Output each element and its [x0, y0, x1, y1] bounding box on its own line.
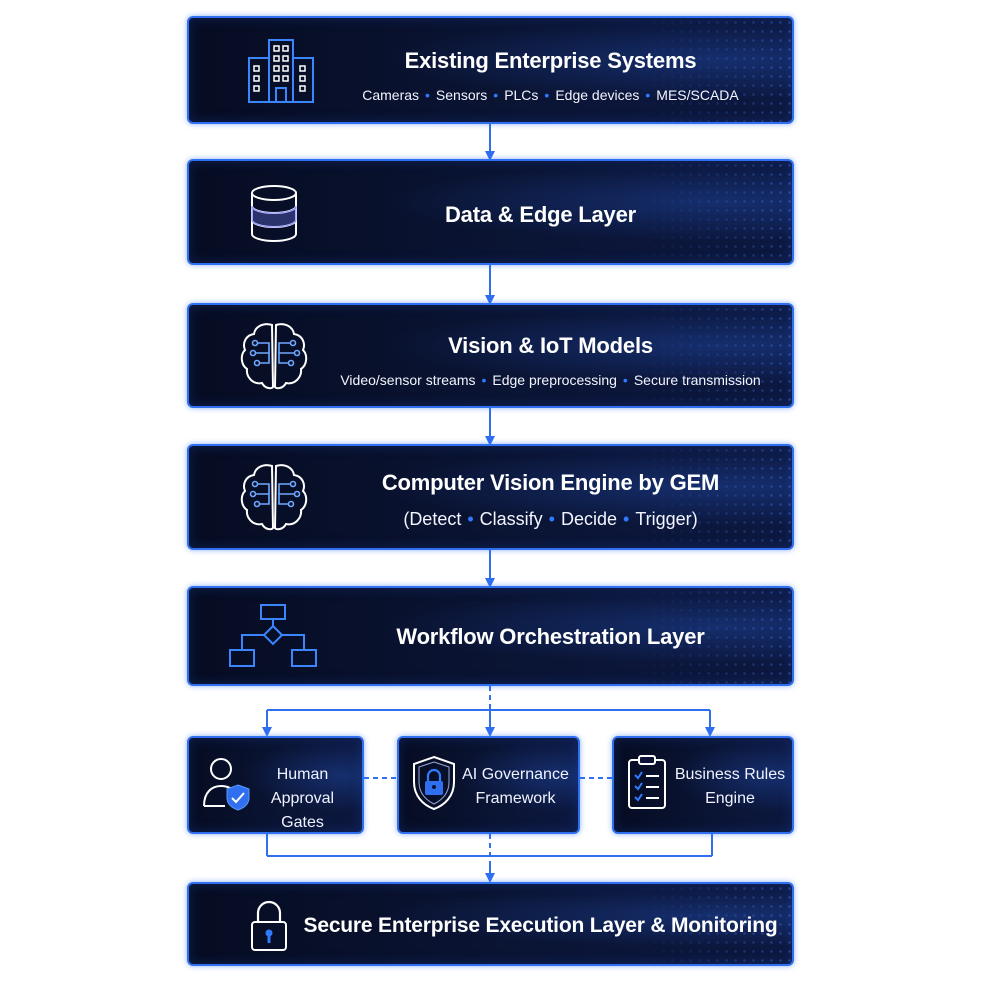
brain-circuit-icon — [240, 464, 308, 531]
business-rules-engine: Business Rules Engine — [612, 736, 794, 834]
item: Edge devices — [555, 87, 640, 103]
layer-title: Data & Edge Layer — [444, 202, 636, 227]
ai-governance-framework: AI Governance Framework — [397, 736, 580, 834]
layer-secure-execution: Secure Enterprise Execution Layer & Moni… — [187, 882, 794, 966]
layer-title: Computer Vision Engine by GEM — [381, 470, 720, 495]
item: PLCs — [504, 87, 539, 103]
layer-title: Secure Enterprise Execution Layer & Moni… — [303, 914, 778, 937]
human-approval-gates: Human Approval Gates — [187, 736, 364, 834]
box-label: Business Rules Engine — [674, 766, 786, 807]
box-label: AI Governance Framework — [462, 766, 569, 807]
item: Classify — [479, 509, 543, 529]
layer-cv-engine: Computer Vision Engine by GEM (Detect•Cl… — [187, 444, 794, 550]
layer-items: (Detect•Classify•Decide•Trigger) — [403, 509, 698, 529]
layer-enterprise-systems: Existing Enterprise Systems Cameras•Sens… — [187, 16, 794, 124]
item: Trigger — [635, 509, 692, 529]
item: Detect — [409, 509, 462, 529]
clipboard-checklist-icon — [628, 755, 666, 809]
layer-data-edge: Data & Edge Layer — [187, 159, 794, 265]
building-icon — [248, 39, 314, 103]
item: Sensors — [435, 87, 488, 103]
layer-items: Cameras•Sensors•PLCs•Edge devices•MES/SC… — [362, 87, 739, 103]
layer-vision-iot: Vision & IoT Models Video/sensor streams… — [187, 303, 794, 408]
item: Secure transmission — [633, 372, 761, 388]
item: Cameras — [362, 87, 420, 103]
flowchart-icon — [229, 604, 317, 667]
layer-items: Video/sensor streams•Edge preprocessing•… — [340, 372, 761, 388]
box-label: Human Approval Gates — [270, 766, 335, 831]
shield-lock-icon — [413, 755, 455, 811]
layer-title: Workflow Orchestration Layer — [396, 624, 705, 649]
item: Edge preprocessing — [492, 372, 617, 388]
layer-title: Existing Enterprise Systems — [404, 48, 697, 73]
layer-workflow: Workflow Orchestration Layer — [187, 586, 794, 686]
user-shield-icon — [203, 758, 250, 811]
database-icon — [251, 185, 297, 242]
item: Decide — [560, 509, 618, 529]
item: Video/sensor streams — [340, 372, 476, 388]
item: MES/SCADA — [656, 87, 739, 103]
brain-circuit-icon — [240, 323, 308, 390]
padlock-icon — [251, 900, 287, 951]
layer-title: Vision & IoT Models — [448, 333, 653, 358]
